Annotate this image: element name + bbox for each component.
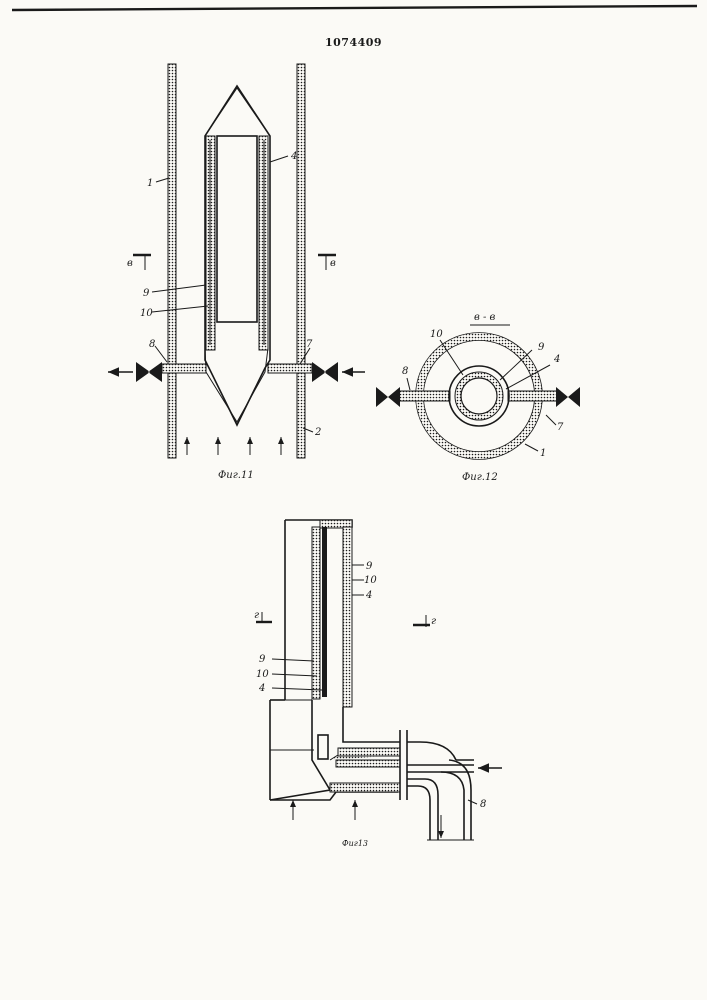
fig11-nozzle-left <box>162 364 206 373</box>
fig11-label-10: 10 <box>140 308 153 319</box>
svg-text:г: г <box>254 610 259 621</box>
fig13-horizontal-pipe-lower <box>330 783 400 792</box>
fig11-label-1: 1 <box>147 178 153 189</box>
fig13-label-4-upper: 4 <box>365 590 372 601</box>
fig11-inner-chamber <box>217 136 257 322</box>
fig13-section-mark-left: г <box>254 610 272 622</box>
fig13-label-9-lower: 9 <box>259 654 266 665</box>
fig12-tube-left <box>398 391 450 401</box>
fig11-nozzle-right <box>268 364 312 373</box>
fig13-channel-wall-left <box>312 527 320 699</box>
fig12-label-4: 4 <box>553 354 560 365</box>
fig12-section-title: в - в <box>474 312 496 323</box>
fig11-section-mark-left: в <box>127 255 151 270</box>
fig11-label-9: 9 <box>143 288 150 299</box>
fig13-caption: Фиг13 <box>342 839 368 848</box>
svg-text:в: в <box>330 258 336 269</box>
fig13-label-9-upper: 9 <box>366 561 373 572</box>
fig13-label-10-lower: 10 <box>256 669 269 680</box>
fig11-caption: Фиг.11 <box>218 470 254 481</box>
fig12-valve-right-icon <box>556 387 580 407</box>
fig13-label-10-upper: 10 <box>364 575 377 586</box>
fig12-tube-right <box>508 391 560 401</box>
fig13-section-mark-right: г <box>413 615 436 627</box>
fig12-label-10: 10 <box>430 329 443 340</box>
figure-13: г г 9 10 4 9 10 4 8 Фиг13 <box>254 520 502 848</box>
patent-number: 1074409 <box>325 36 382 49</box>
fig11-label-8: 8 <box>149 339 155 350</box>
svg-text:в: в <box>127 258 133 269</box>
fig12-label-1: 1 <box>540 448 546 459</box>
fig13-label-4-lower: 4 <box>258 683 265 694</box>
figure-11: в в 1 4 9 10 8 7 2 Фиг.11 <box>108 64 365 481</box>
svg-text:г: г <box>431 616 436 627</box>
fig12-label-9: 9 <box>538 342 545 353</box>
fig13-horizontal-pipe-mid <box>336 760 400 767</box>
fig13-label-8: 8 <box>480 799 486 810</box>
fig12-label-7: 7 <box>557 422 564 433</box>
fig11-valve-right-icon <box>312 362 338 382</box>
fig11-label-2: 2 <box>314 427 321 438</box>
fig12-label-8: 8 <box>402 366 408 377</box>
fig11-valve-left-icon <box>136 362 162 382</box>
fig13-channel-wall-right <box>343 527 352 707</box>
fig13-channel-inner-strip <box>322 527 327 697</box>
fig11-right-wall <box>297 64 305 458</box>
sheet-top-border <box>12 6 697 10</box>
fig11-left-wall <box>168 64 176 458</box>
fig12-ring-10 <box>461 378 497 414</box>
fig11-upflow-arrows-icon <box>187 437 281 455</box>
fig11-label-4: 4 <box>290 151 297 162</box>
fig11-section-mark-right: в <box>318 255 336 270</box>
figure-12: в - в 10 9 4 8 7 1 Фиг.12 <box>376 312 580 483</box>
fig12-caption: Фиг.12 <box>462 472 498 483</box>
fig12-valve-left-icon <box>376 387 400 407</box>
fig11-label-7: 7 <box>306 339 313 350</box>
fig13-horizontal-pipe-upper <box>338 748 400 756</box>
